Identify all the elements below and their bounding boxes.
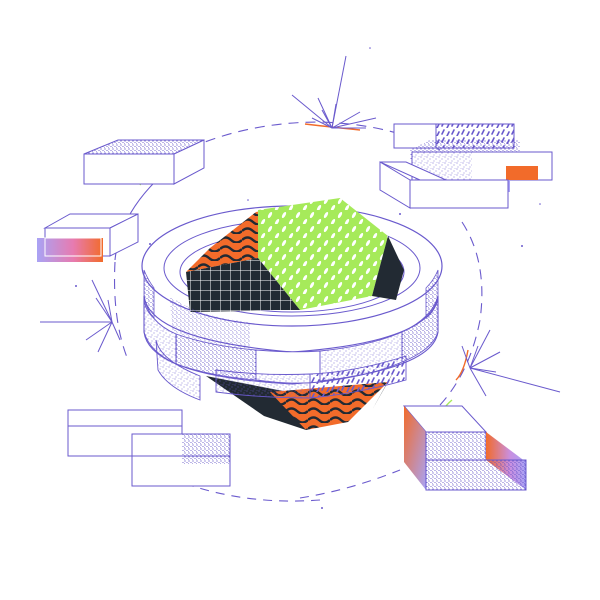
speck-decoration [75,47,541,509]
brick-icon [83,139,205,185]
brick-icon [402,405,527,491]
sparkle-burst-icon [461,329,561,397]
sparkle-burst-icon [40,279,121,353]
brick-icon [67,409,231,487]
brick-icon [379,123,553,209]
brick-icon [37,213,139,262]
stone-ring-icon [143,269,439,401]
sparkle-burst-icon [291,55,377,129]
